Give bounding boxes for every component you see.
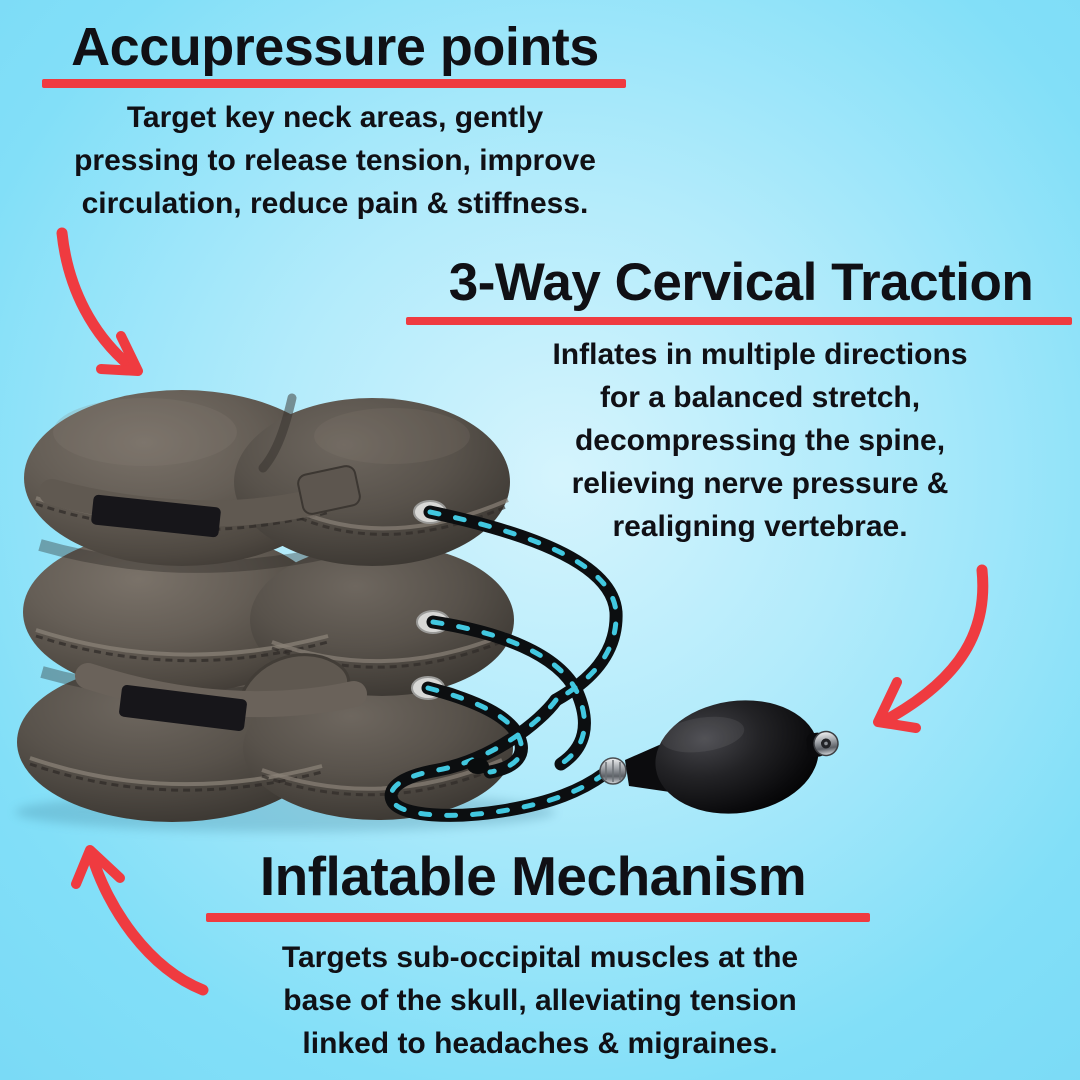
tube-flow-arrows: [388, 509, 619, 818]
accupressure-line: pressing to release tension, improve: [74, 144, 596, 177]
inflatable-line: base of the skull, alleviating tension: [283, 984, 797, 1017]
tube-clip: [467, 758, 489, 774]
inflatable-underline: [206, 913, 870, 922]
pillow-tier-top: [24, 390, 510, 566]
pump-bulb: [599, 700, 839, 814]
inflatable-title: Inflatable Mechanism: [259, 845, 807, 907]
traction-title: 3-Way Cervical Traction: [448, 253, 1034, 312]
traction-description: Inflates in multiple directions for a ba…: [450, 333, 1070, 548]
traction-line: relieving nerve pressure &: [571, 467, 949, 500]
air-tubes: [384, 500, 623, 822]
accupressure-line: Target key neck areas, gently: [126, 101, 544, 134]
inflatable-line: linked to headaches & migraines.: [302, 1027, 778, 1060]
traction-line: decompressing the spine,: [574, 424, 946, 457]
accupressure-underline: [42, 79, 626, 88]
velcro-strap-bottom: [75, 653, 367, 731]
inflatable-description: Targets sub-occipital muscles at the bas…: [170, 936, 910, 1065]
pillow-stack: [17, 390, 514, 822]
callout-arrows: [56, 227, 989, 996]
accupressure-title: Accupressure points: [71, 17, 599, 77]
traction-underline: [406, 317, 1072, 325]
accupressure-line: circulation, reduce pain & stiffness.: [81, 187, 589, 220]
arrow-traction-icon: [873, 564, 989, 733]
inflatable-line: Targets sub-occipital muscles at the: [281, 941, 799, 974]
traction-line: for a balanced stretch,: [599, 381, 921, 414]
traction-line: Inflates in multiple directions: [552, 338, 968, 371]
arrow-accupressure-icon: [56, 227, 143, 376]
accupressure-description: Target key neck areas, gently pressing t…: [12, 96, 658, 225]
arrow-inflatable-icon: [71, 845, 209, 996]
traction-line: realigning vertebrae.: [612, 510, 908, 543]
velcro-strap-top: [39, 465, 361, 538]
